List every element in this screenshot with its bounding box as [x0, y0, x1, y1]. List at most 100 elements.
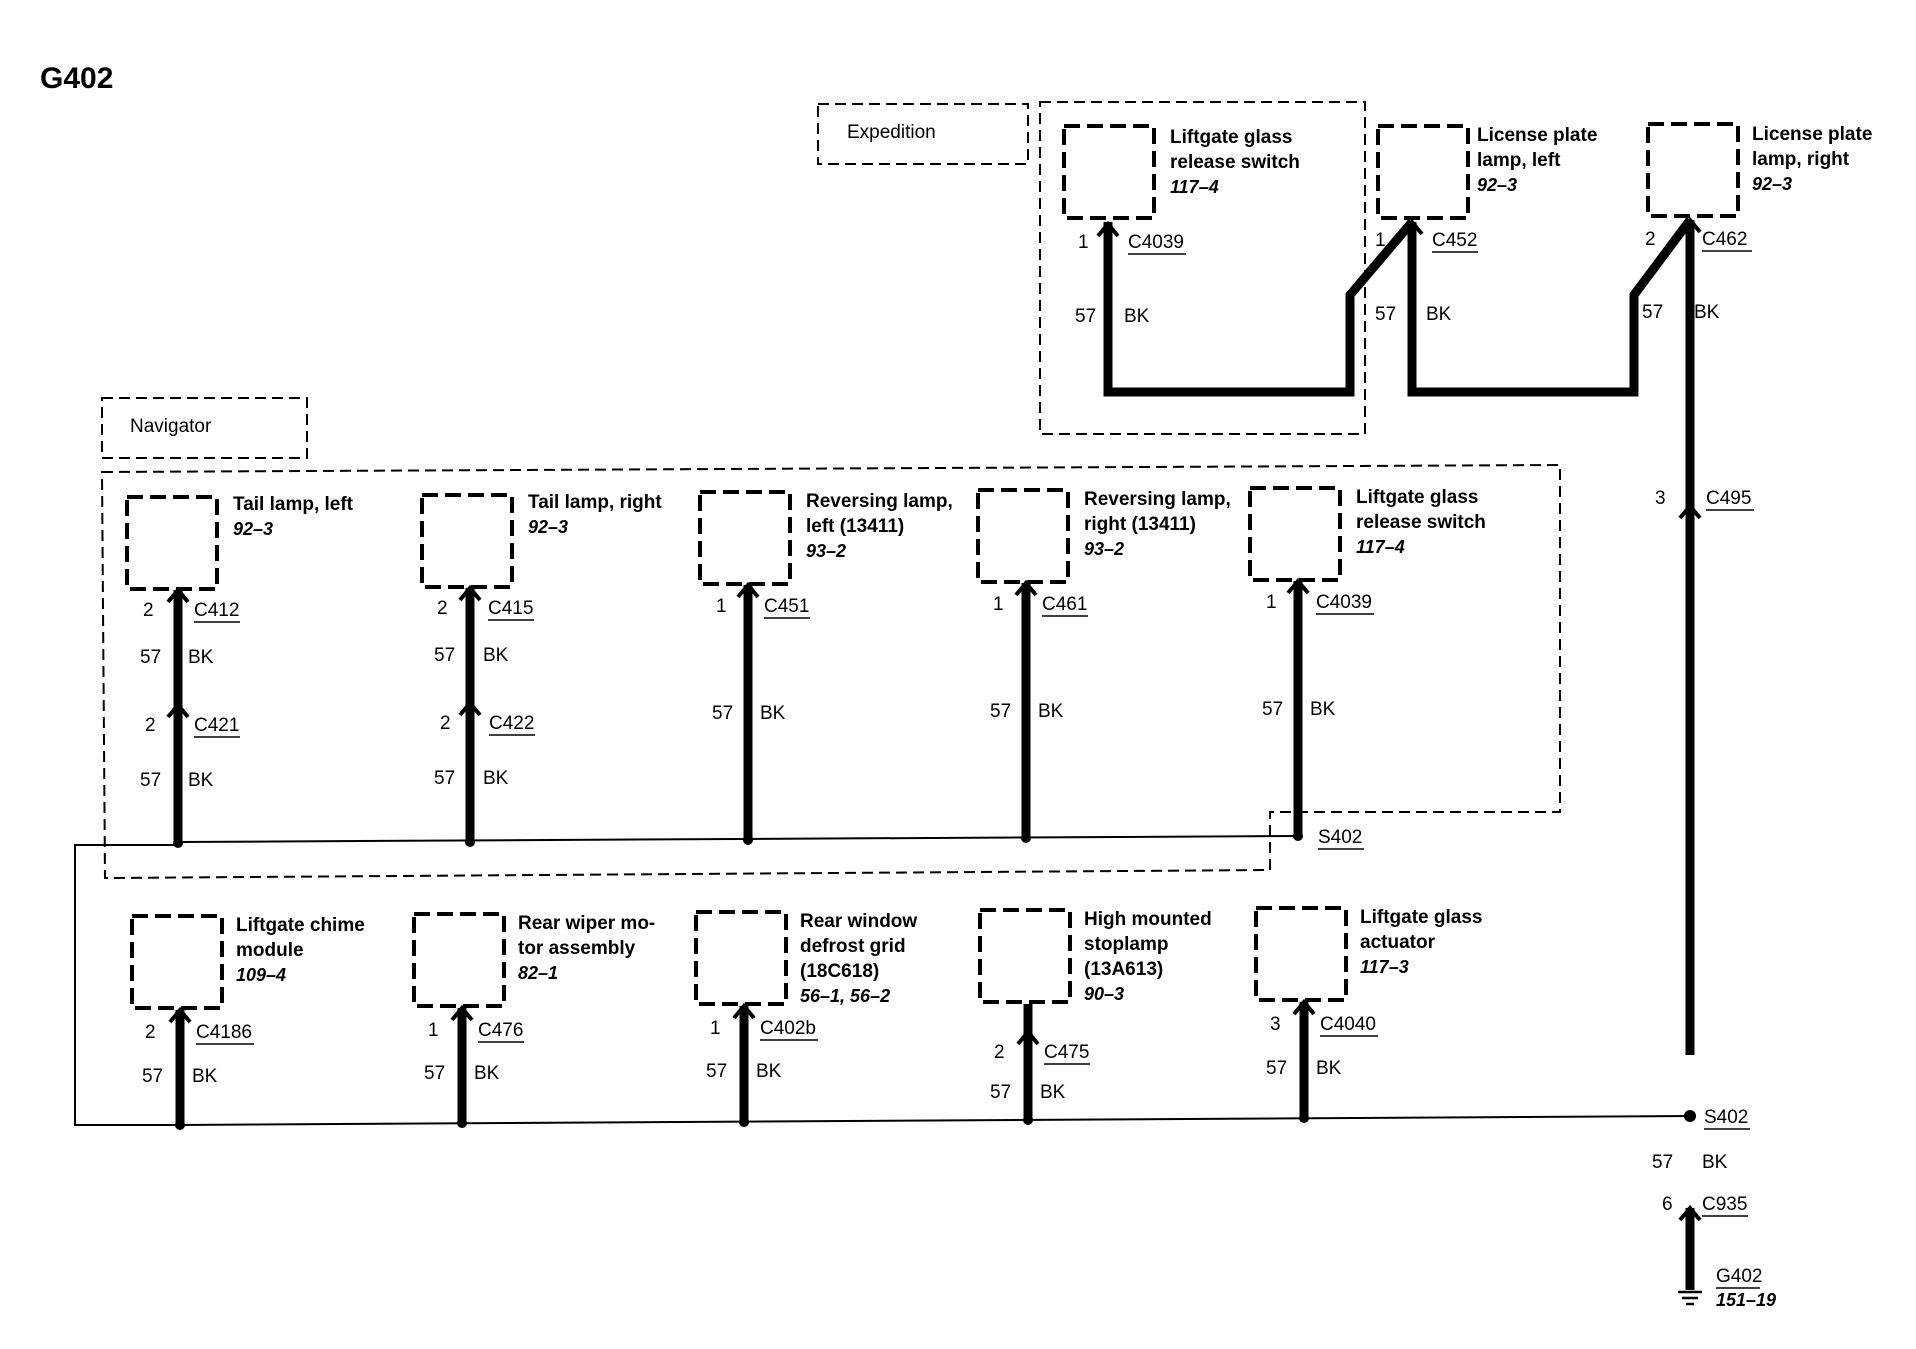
- liftgate-release-switch-top: Liftgate glass release switch 117–4 1 C4…: [1062, 124, 1300, 327]
- component-box: [694, 910, 788, 1006]
- circuit-number: 57: [1375, 304, 1396, 325]
- pin-number: 2: [1645, 229, 1656, 250]
- component-ref: 92–3: [1477, 175, 1517, 195]
- license-plate-lamp-right: License plate lamp, right 92–3 2 C462 57…: [1642, 122, 1872, 323]
- component-box: [698, 490, 792, 586]
- pin-number: 1: [1375, 230, 1386, 251]
- component-box: [1062, 124, 1156, 220]
- component-name-line-2: release switch: [1356, 512, 1486, 533]
- bottom-ground-bus: [177, 1115, 1691, 1126]
- wire-color: BK: [1038, 701, 1064, 722]
- pin-number: 1: [1266, 592, 1277, 613]
- pin-number-2: 2: [440, 713, 451, 734]
- splice-dot: [1293, 831, 1303, 841]
- liftgate-release-switch-nav: Liftgate glass release switch 117–4 1 C4…: [1248, 486, 1486, 720]
- tail-lamp-right: Tail lamp, right 92–3 2 C415 57 BK 2 C42…: [420, 492, 662, 789]
- connector-label-2: C422: [489, 713, 534, 734]
- component-name-line-1: Tail lamp, left: [233, 494, 354, 515]
- connector-label: C4186: [196, 1022, 252, 1043]
- circuit-number: 57: [434, 645, 455, 666]
- liftgate-glass-actuator: Liftgate glass actuator 117–3 3 C4040 57…: [1254, 906, 1482, 1079]
- ground-label: G402: [1716, 1266, 1762, 1287]
- wire-color: BK: [756, 1061, 782, 1082]
- wire-color: BK: [1316, 1058, 1342, 1079]
- component-name-line-1: License plate: [1477, 125, 1597, 146]
- pin-number: 2: [437, 598, 448, 619]
- circuit-number: 57: [142, 1066, 163, 1087]
- expedition-label: Expedition: [847, 122, 936, 143]
- component-ref: 90–3: [1084, 984, 1124, 1004]
- connector-label: C4040: [1320, 1014, 1376, 1035]
- liftgate-chime-module: Liftgate chime module 109–4 2 C4186 57 B…: [130, 914, 365, 1087]
- reversing-lamp-right: Reversing lamp, right (13411) 93–2 1 C46…: [976, 488, 1231, 722]
- wire-color: BK: [1426, 304, 1452, 325]
- splice-dot: [465, 837, 475, 847]
- component-box: [1376, 124, 1470, 220]
- component-name-line-1: Tail lamp, right: [528, 492, 662, 513]
- component-box: [130, 914, 224, 1010]
- navigator-label: Navigator: [130, 416, 212, 437]
- component-name-line-2: tor assembly: [518, 938, 636, 959]
- ground-ref: 151–19: [1716, 1290, 1776, 1310]
- wire-color: BK: [188, 647, 214, 668]
- component-name-line-2: actuator: [1360, 932, 1436, 953]
- pin-number: 2: [145, 1022, 156, 1043]
- rear-window-defrost-grid: Rear window defrost grid (18C618) 56–1, …: [694, 910, 917, 1082]
- page-title: G402: [40, 62, 113, 95]
- component-ref: 117–4: [1356, 537, 1405, 557]
- component-box: [978, 908, 1072, 1004]
- c495-pin: 3: [1655, 488, 1666, 509]
- ground-bus-left-return: [74, 844, 178, 1126]
- circuit-number: 57: [1642, 302, 1663, 323]
- splice-dot: [173, 838, 183, 848]
- pin-number: 1: [716, 596, 727, 617]
- component-name-line-2: lamp, left: [1477, 150, 1561, 171]
- expedition-group: Expedition: [817, 101, 1366, 435]
- component-ref: 56–1, 56–2: [800, 986, 890, 1006]
- circuit-number: 57: [1262, 699, 1283, 720]
- wire-plate-left-to-plate-right: [1407, 217, 1694, 397]
- wire-color-2: BK: [483, 768, 509, 789]
- wire-color: BK: [474, 1063, 500, 1084]
- component-ref: 92–3: [1752, 174, 1792, 194]
- component-name-line-1: Liftgate glass: [1360, 907, 1482, 928]
- pin-number-2: 2: [145, 715, 156, 736]
- component-name-line-3: (13A613): [1084, 959, 1163, 980]
- component-name-line-2: release switch: [1170, 152, 1300, 173]
- component-name-line-2: left (13411): [806, 516, 904, 537]
- circuit-number: 57: [706, 1061, 727, 1082]
- wire-liftgate-switch-to-plate-left: [1103, 219, 1416, 397]
- component-ref: 93–2: [1084, 539, 1124, 559]
- connector-label: C451: [764, 596, 809, 617]
- connector-label: C452: [1432, 230, 1477, 251]
- connector-label: C415: [488, 598, 533, 619]
- wire-color: BK: [1040, 1082, 1066, 1103]
- wire-color: BK: [760, 703, 786, 724]
- component-ref: 92–3: [233, 519, 273, 539]
- splice-dot: [1299, 1113, 1309, 1123]
- component-name-line-1: Rear wiper mo-: [518, 913, 655, 934]
- connector-label: C412: [194, 600, 239, 621]
- component-name-line-2: right (13411): [1084, 514, 1196, 535]
- component-name-line-2: stoplamp: [1084, 934, 1168, 955]
- component-name-line-2: defrost grid: [800, 936, 906, 957]
- connector-label: C4039: [1316, 592, 1372, 613]
- component-name-line-1: Rear window: [800, 911, 917, 932]
- high-mounted-stoplamp: High mounted stoplamp (13A613) 90–3 2 C4…: [978, 908, 1212, 1103]
- component-ref: 92–3: [528, 517, 568, 537]
- circuit-number: 57: [1075, 306, 1096, 327]
- splice-dot: [457, 1118, 467, 1128]
- component-ref: 109–4: [236, 965, 286, 985]
- trunk-circuit: 57: [1652, 1152, 1673, 1173]
- connector-label-2: C421: [194, 715, 239, 736]
- pin-number: 1: [428, 1020, 439, 1041]
- component-name-line-1: License plate: [1752, 124, 1872, 145]
- circuit-number-2: 57: [434, 768, 455, 789]
- component-box: [420, 493, 514, 589]
- component-name-line-1: Reversing lamp,: [1084, 489, 1231, 510]
- component-name-line-1: Reversing lamp,: [806, 491, 953, 512]
- reversing-lamp-left: Reversing lamp, left (13411) 93–2 1 C451…: [698, 490, 953, 724]
- tail-lamp-left: Tail lamp, left 92–3 2 C412 57 BK 2 C421…: [125, 494, 354, 791]
- wire-color-2: BK: [188, 770, 214, 791]
